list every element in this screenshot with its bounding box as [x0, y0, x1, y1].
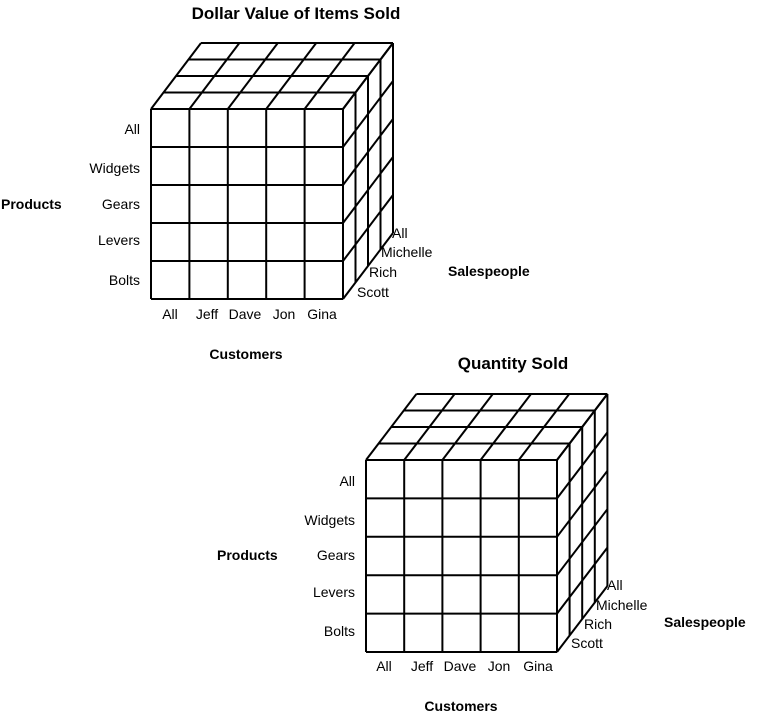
- product-label-all: All: [124, 121, 140, 137]
- salesperson-label-all: All: [607, 577, 623, 593]
- customer-label-jon: Jon: [488, 658, 511, 674]
- salesperson-label-michelle: Michelle: [381, 244, 433, 260]
- customer-label-all: All: [162, 306, 178, 322]
- customer-label-jeff: Jeff: [196, 306, 218, 322]
- customer-label-dave: Dave: [444, 658, 477, 674]
- customer-label-jon: Jon: [273, 306, 296, 322]
- product-label-bolts: Bolts: [324, 623, 355, 639]
- product-label-widgets: Widgets: [89, 160, 140, 176]
- cube-dollar-value: Dollar Value of Items Sold Products Cust…: [1, 4, 530, 362]
- salespeople-axis-label: Salespeople: [448, 263, 530, 279]
- customer-label-jeff: Jeff: [411, 658, 433, 674]
- customer-label-dave: Dave: [229, 306, 262, 322]
- cube-title: Quantity Sold: [458, 354, 569, 373]
- product-label-gears: Gears: [317, 547, 355, 563]
- customers-axis-label: Customers: [424, 698, 497, 714]
- product-label-widgets: Widgets: [304, 512, 355, 528]
- salesperson-label-rich: Rich: [369, 264, 397, 280]
- cube-grid: [365, 393, 609, 653]
- cube-grid: [150, 42, 394, 300]
- salesperson-label-all: All: [392, 225, 408, 241]
- salesperson-label-michelle: Michelle: [596, 597, 648, 613]
- products-axis-label: Products: [1, 196, 62, 212]
- cube-quantity-sold: Quantity Sold Products Customers Salespe…: [217, 354, 746, 714]
- product-label-gears: Gears: [102, 196, 140, 212]
- product-label-levers: Levers: [313, 584, 355, 600]
- customers-axis-label: Customers: [209, 346, 282, 362]
- customer-label-gina: Gina: [307, 306, 337, 322]
- customer-label-all: All: [376, 658, 392, 674]
- salesperson-label-scott: Scott: [571, 635, 603, 651]
- salespeople-axis-label: Salespeople: [664, 614, 746, 630]
- product-label-all: All: [339, 473, 355, 489]
- salesperson-label-rich: Rich: [584, 616, 612, 632]
- product-label-levers: Levers: [98, 232, 140, 248]
- customer-label-gina: Gina: [523, 658, 553, 674]
- cube-title: Dollar Value of Items Sold: [192, 4, 401, 23]
- products-axis-label: Products: [217, 547, 278, 563]
- product-label-bolts: Bolts: [109, 272, 140, 288]
- salesperson-label-scott: Scott: [357, 284, 389, 300]
